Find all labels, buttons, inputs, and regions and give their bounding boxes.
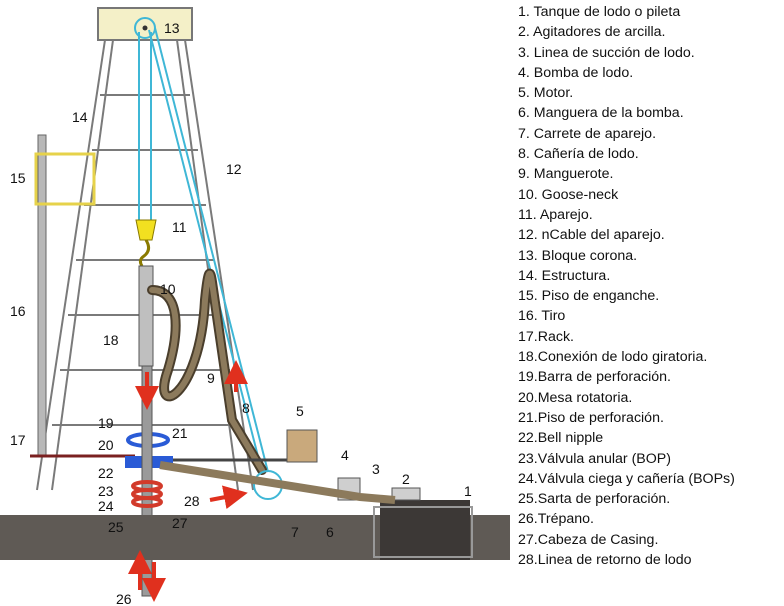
legend-item: 2. Agitadores de arcilla. bbox=[518, 24, 666, 41]
label-10: 10 bbox=[160, 281, 176, 297]
stand-pipes bbox=[37, 134, 47, 458]
legend-item: 17.Rack. bbox=[518, 328, 574, 345]
mud-tank bbox=[373, 506, 473, 558]
drill-line-cables bbox=[138, 27, 269, 473]
legend-item: 26.Trépano. bbox=[518, 511, 594, 528]
legend-item: 6. Manguera de la bomba. bbox=[518, 105, 684, 122]
label-16: 16 bbox=[10, 303, 26, 319]
motor bbox=[286, 429, 318, 463]
label-2: 2 bbox=[402, 471, 410, 487]
label-19: 19 bbox=[98, 415, 114, 431]
legend-item: 1. Tanque de lodo o pileta bbox=[518, 4, 681, 20]
swivel bbox=[138, 265, 154, 367]
label-24: 24 bbox=[98, 498, 114, 514]
legend-item: 7. Carrete de aparejo. bbox=[518, 125, 657, 142]
label-9: 9 bbox=[207, 370, 215, 386]
legend-item: 13. Bloque corona. bbox=[518, 247, 638, 264]
label-26: 26 bbox=[116, 591, 132, 606]
legend-item: 18.Conexión de lodo giratoria. bbox=[518, 349, 708, 366]
label-3: 3 bbox=[372, 461, 380, 477]
legend-item: 20.Mesa rotatoria. bbox=[518, 389, 633, 406]
label-11: 11 bbox=[172, 219, 187, 235]
legend-item: 12. nCable del aparejo. bbox=[518, 227, 665, 244]
legend-item: 3. Linea de succión de lodo. bbox=[518, 44, 695, 61]
legend-item: 14. Estructura. bbox=[518, 267, 611, 284]
legend-item: 15. Piso de enganche. bbox=[518, 288, 660, 305]
legend-item: 22.Bell nipple bbox=[518, 430, 604, 447]
label-7: 7 bbox=[291, 524, 299, 540]
label-6: 6 bbox=[326, 524, 334, 540]
mud-return-line bbox=[159, 461, 396, 504]
monkey-board bbox=[34, 152, 96, 206]
label-27: 27 bbox=[172, 515, 188, 531]
label-15: 15 bbox=[10, 170, 26, 186]
label-22: 22 bbox=[98, 465, 114, 481]
bop-stack bbox=[131, 480, 163, 508]
legend-item: 10. Goose-neck bbox=[518, 186, 619, 203]
label-20: 20 bbox=[98, 437, 114, 453]
legend-list: 1. Tanque de lodo o pileta 2. Agitadores… bbox=[518, 2, 780, 570]
legend-item: 28.Linea de retorno de lodo bbox=[518, 552, 692, 569]
label-8: 8 bbox=[242, 400, 250, 416]
legend-item: 16. Tiro bbox=[518, 308, 566, 325]
legend-item: 23.Válvula anular (BOP) bbox=[518, 450, 671, 467]
drilling-rig-diagram: 1 2 3 4 5 6 7 8 9 10 11 12 13 14 15 16 1… bbox=[0, 7, 510, 606]
label-14: 14 bbox=[72, 109, 88, 125]
label-17: 17 bbox=[10, 432, 26, 448]
label-4: 4 bbox=[341, 447, 349, 463]
label-1: 1 bbox=[464, 483, 472, 499]
legend-item: 4. Bomba de lodo. bbox=[518, 64, 634, 81]
label-13: 13 bbox=[164, 20, 180, 36]
label-25: 25 bbox=[108, 519, 124, 535]
label-28: 28 bbox=[184, 493, 200, 509]
legend-item: 27.Cabeza de Casing. bbox=[518, 531, 659, 548]
shale-shakers bbox=[391, 487, 421, 501]
label-18: 18 bbox=[103, 332, 119, 348]
legend-item: 9. Manguerote. bbox=[518, 166, 614, 183]
label-23: 23 bbox=[98, 483, 114, 499]
legend-item: 11. Aparejo. bbox=[518, 206, 593, 223]
legend-item: 19.Barra de perforación. bbox=[518, 369, 672, 386]
legend-item: 25.Sarta de perforación. bbox=[518, 491, 671, 508]
legend-item: 5. Motor. bbox=[518, 85, 574, 102]
legend-item: 21.Piso de perforación. bbox=[518, 409, 664, 426]
diagram-labels: 1 2 3 4 5 6 7 8 9 10 11 12 13 14 15 16 1… bbox=[10, 20, 472, 606]
label-5: 5 bbox=[296, 403, 304, 419]
traveling-block bbox=[135, 219, 157, 267]
label-21: 21 bbox=[172, 425, 188, 441]
label-12: 12 bbox=[226, 161, 242, 177]
flow-arrows bbox=[128, 360, 248, 602]
legend-item: 24.Válvula ciega y cañería (BOPs) bbox=[518, 470, 735, 487]
legend-item: 8. Cañería de lodo. bbox=[518, 146, 639, 163]
